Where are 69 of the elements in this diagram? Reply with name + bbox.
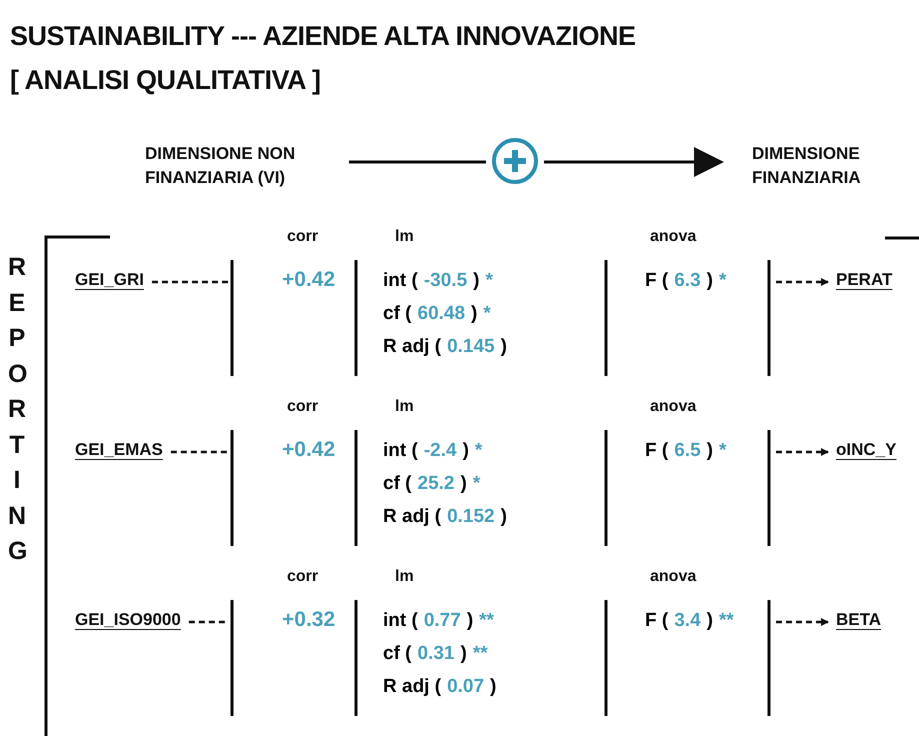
dimension-label: DIMENSIONE NON FINANZIARIA (VI) [145, 142, 345, 190]
stat-text: ) [473, 270, 480, 292]
stat-text: int ( [383, 270, 418, 292]
significance-mark: * [483, 303, 491, 325]
stat-text: F ( [645, 440, 668, 462]
plus-circle [490, 136, 540, 186]
significance-mark: * [718, 270, 726, 292]
coefficient-value: 0.77 [424, 610, 461, 632]
f-value: 6.5 [674, 440, 701, 462]
variable-name: oINC_Y [836, 440, 896, 460]
variable-name: PERAT [836, 270, 892, 290]
correlation-value: +0.32 [282, 608, 336, 632]
stat-text: int ( [383, 610, 418, 632]
stat-text: ) [462, 440, 469, 462]
correlation-value: +0.42 [282, 438, 336, 462]
column-header: anova [650, 398, 696, 416]
stat-text: cf ( [383, 303, 412, 325]
coefficient-value: 25.2 [418, 473, 454, 495]
dimension-label: DIMENSIONE FINANZIARIA [752, 142, 912, 190]
significance-mark: * [485, 270, 493, 292]
vertical-label: REPORTING [8, 252, 26, 567]
stat-text: ) [500, 506, 507, 528]
significance-mark: ** [718, 610, 734, 632]
stat-text: ) [460, 643, 467, 665]
coefficient-value: 60.48 [418, 303, 466, 325]
arrow [544, 147, 724, 177]
stat-text: ) [706, 610, 713, 632]
coefficient-value: 0.145 [447, 336, 495, 358]
f-value: 6.3 [674, 270, 701, 292]
f-value: 3.4 [674, 610, 701, 632]
significance-mark: ** [472, 643, 488, 665]
significance-mark: * [718, 440, 726, 462]
stat-text: ) [500, 336, 507, 358]
column-header: corr [287, 568, 318, 586]
variable-name: GEI_GRI [75, 270, 144, 290]
significance-mark: ** [479, 610, 494, 632]
column-header: anova [650, 228, 696, 246]
stat-text: R adj ( [383, 506, 442, 528]
coefficient-value: 0.07 [447, 676, 484, 698]
stat-text: ) [706, 440, 713, 462]
stat-text: R adj ( [383, 676, 442, 698]
column-header: anova [650, 568, 696, 586]
stat-text: int ( [383, 440, 418, 462]
stat-text: cf ( [383, 473, 412, 495]
stat-text: ) [466, 610, 474, 632]
stat-text: ) [471, 303, 478, 325]
stat-text: F ( [645, 270, 668, 292]
title: SUSTAINABILITY --- AZIENDE ALTA INNOVAZIONE [ ANALISI QUALITATIVA ] [10, 20, 636, 97]
significance-mark: * [474, 440, 482, 462]
coefficient-value: 0.31 [418, 643, 454, 665]
column-header: corr [287, 228, 318, 246]
coefficient-value: -2.4 [424, 440, 457, 462]
column-header: lm [395, 568, 414, 586]
correlation-value: +0.42 [282, 268, 336, 292]
variable-name: BETA [836, 610, 882, 630]
stat-text: ) [490, 676, 496, 698]
column-header: lm [395, 398, 414, 416]
variable-name: GEI_ISO9000 [75, 610, 181, 630]
column-header: lm [395, 228, 414, 246]
stat-text: F ( [645, 610, 668, 632]
stat-text: R adj ( [383, 336, 442, 358]
column-header: corr [287, 398, 318, 416]
variable-name: GEI_EMAS [75, 440, 163, 460]
coefficient-value: -30.5 [424, 270, 468, 292]
stat-text: ) [706, 270, 713, 292]
stat-text: cf ( [383, 643, 412, 665]
significance-mark: * [472, 473, 480, 495]
stat-text: ) [460, 473, 467, 495]
coefficient-value: 0.152 [447, 506, 495, 528]
